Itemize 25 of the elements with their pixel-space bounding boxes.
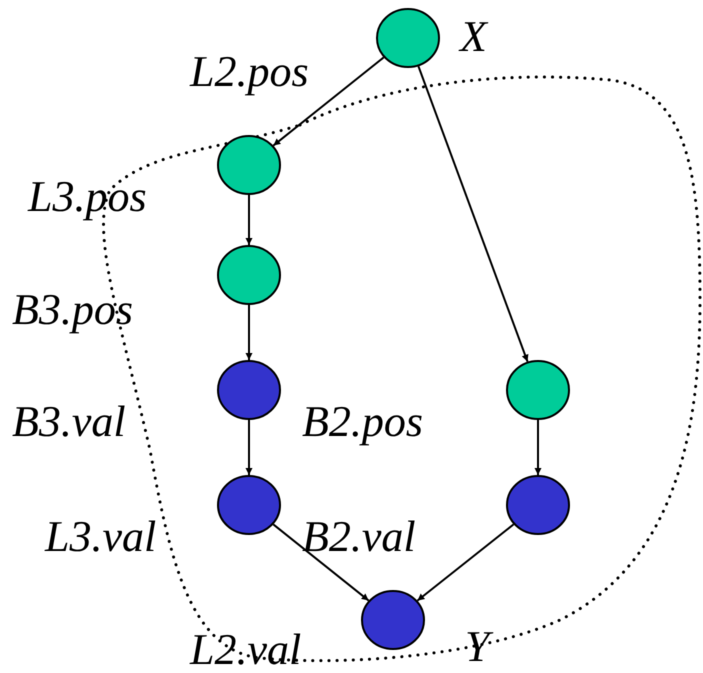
arrow xyxy=(416,524,514,602)
arrow xyxy=(272,56,384,146)
node-circle xyxy=(506,360,570,420)
variable-label: B2.val xyxy=(302,515,416,559)
arrow xyxy=(246,420,252,475)
node-circle xyxy=(376,8,440,68)
node-circle xyxy=(361,590,425,650)
arrow xyxy=(418,66,528,362)
node-label: X xyxy=(460,15,487,59)
node-circle xyxy=(217,245,281,305)
node-circle xyxy=(217,475,281,535)
arrow xyxy=(534,420,542,475)
node-circle xyxy=(506,475,570,535)
variable-label: L2.pos xyxy=(190,50,309,94)
variable-label: B3.pos xyxy=(12,288,133,332)
variable-label: L3.val xyxy=(45,515,156,559)
variable-label: B3.val xyxy=(12,400,126,444)
arrow xyxy=(246,195,252,245)
arrow xyxy=(246,305,252,360)
node-circle xyxy=(217,360,281,420)
variable-label: L2.val xyxy=(190,628,302,672)
variable-label: L3.pos xyxy=(28,175,147,219)
node-circle xyxy=(217,135,281,195)
variable-label: B2.pos xyxy=(302,400,423,444)
arrow xyxy=(272,524,370,602)
